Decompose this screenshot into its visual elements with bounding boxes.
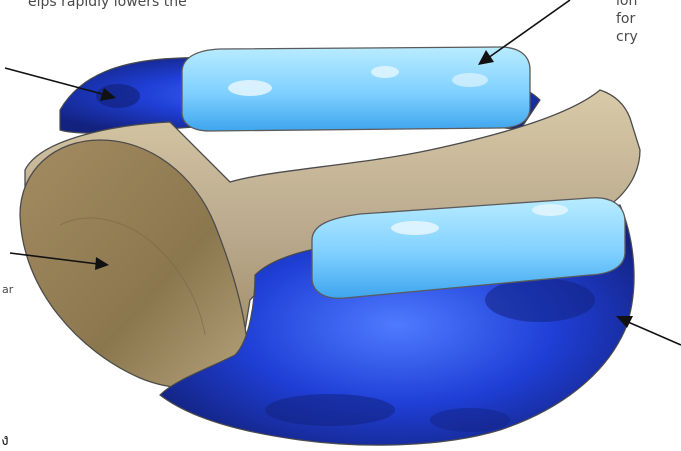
arrow-right-mid bbox=[616, 316, 681, 345]
label-top-right-line3: cry bbox=[616, 29, 638, 46]
label-top-right-line1: ion bbox=[616, 0, 637, 10]
label-left-mid: ar bbox=[2, 281, 13, 298]
label-top-left: elps rapidly lowers the bbox=[28, 0, 187, 11]
label-bottom-left-glyph: ง bbox=[1, 431, 9, 448]
label-top-right-line2: for bbox=[616, 11, 635, 28]
